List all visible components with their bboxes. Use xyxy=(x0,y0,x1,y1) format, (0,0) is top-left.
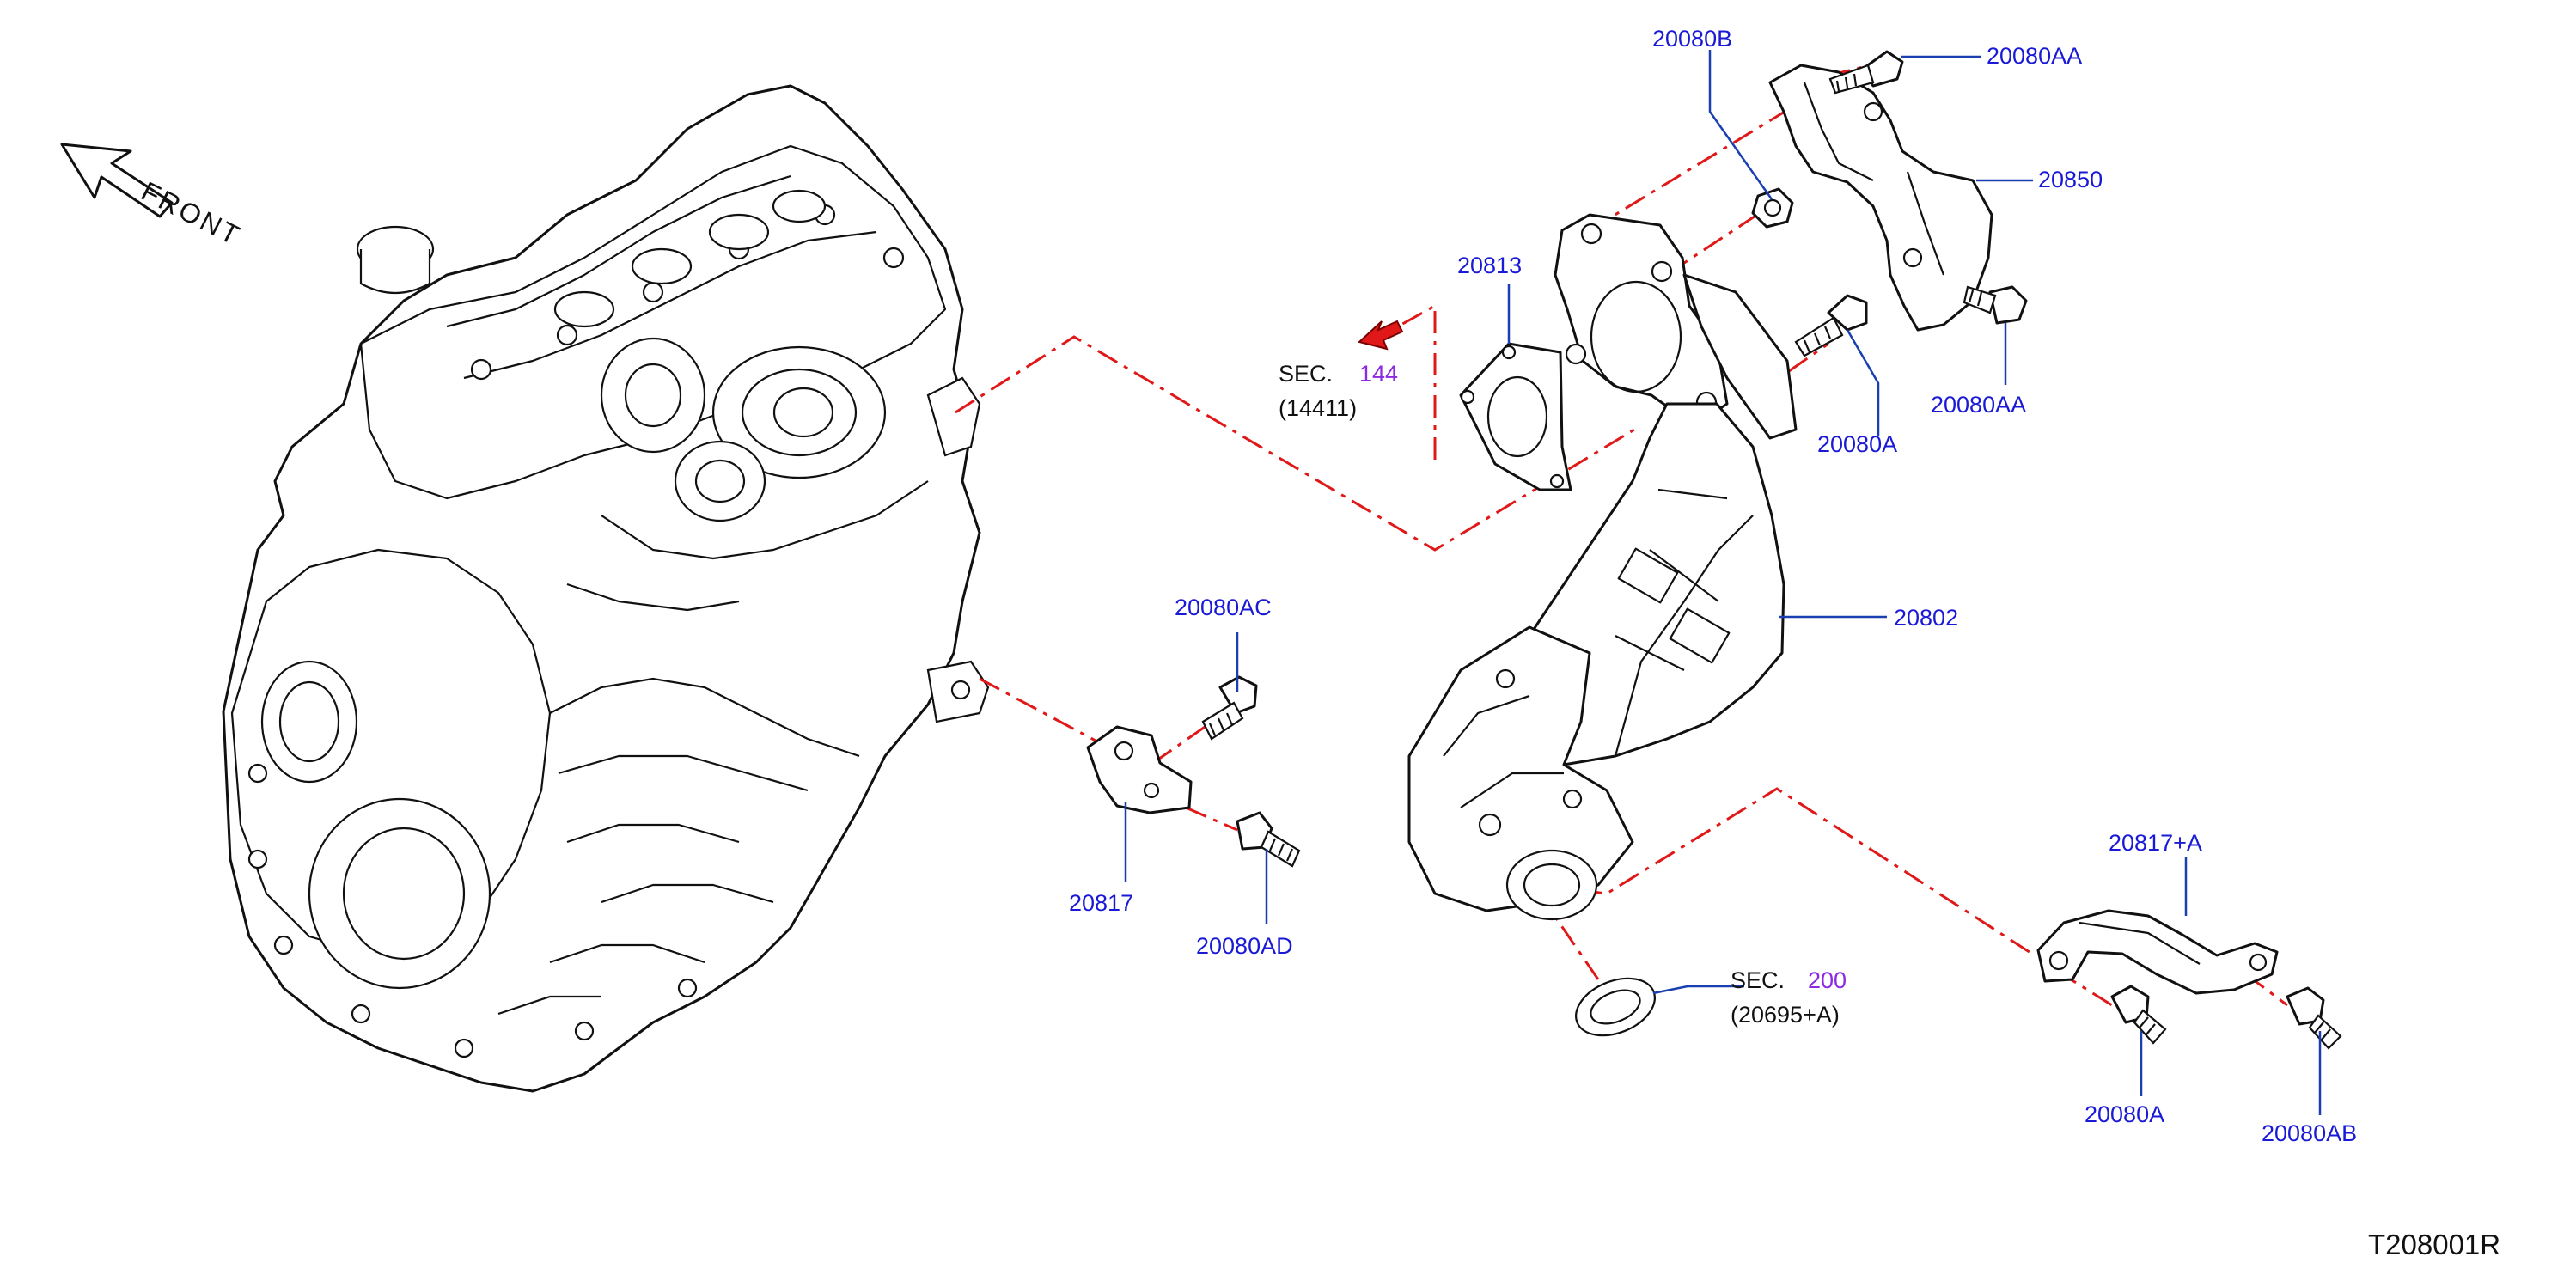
callout-20080A-lower[interactable]: 20080A xyxy=(2085,1101,2164,1127)
engine-assembly-drawing xyxy=(222,84,990,1093)
bolt-20080AA-top-icon xyxy=(1828,50,1904,95)
bolt-20080AB-icon xyxy=(2286,986,2342,1050)
callout-20817[interactable]: 20817 xyxy=(1069,890,1133,916)
section-144-arrow-icon xyxy=(1357,320,1404,351)
front-arrow-icon xyxy=(60,143,174,218)
front-direction-indicator: FRONT xyxy=(60,143,247,252)
bolt-20080AC-icon xyxy=(1201,675,1258,741)
callout-20850[interactable]: 20850 xyxy=(2038,167,2103,192)
gasket-20813[interactable] xyxy=(1459,342,1572,491)
callout-20080AB[interactable]: 20080AB xyxy=(2262,1120,2357,1146)
callout-20813[interactable]: 20813 xyxy=(1457,253,1522,278)
callout-labels: 20080B 20080AA 20850 20813 20080AA 20080… xyxy=(1069,26,2357,1146)
callout-20080AA-right[interactable]: 20080AA xyxy=(1931,392,2026,418)
front-label: FRONT xyxy=(137,175,247,252)
callout-20080AD[interactable]: 20080AD xyxy=(1196,933,1293,959)
catalytic-converter-20802[interactable] xyxy=(1407,213,1798,921)
fasteners xyxy=(1201,50,2342,1050)
leader-lines xyxy=(1124,50,2322,1115)
section-number[interactable]: 200 xyxy=(1808,967,1847,993)
bolt-20080A-upper-icon xyxy=(1794,294,1868,357)
section-prefix: SEC. xyxy=(1279,361,1333,387)
bracket-20817[interactable] xyxy=(1086,725,1193,814)
callout-20080B[interactable]: 20080B xyxy=(1652,26,1732,52)
section-sub-code: (14411) xyxy=(1279,395,1357,421)
bolt-20080AD-icon xyxy=(1236,811,1301,868)
section-prefix: SEC. xyxy=(1731,967,1785,993)
heat-shield-20850[interactable] xyxy=(1768,64,1993,332)
section-reference-200[interactable]: SEC. 200 (20695+A) xyxy=(1731,967,1847,1028)
callout-20080A-upper[interactable]: 20080A xyxy=(1817,431,1897,457)
callout-20080AA-top[interactable]: 20080AA xyxy=(1987,43,2082,69)
bolt-20080A-lower-icon xyxy=(2110,985,2167,1045)
bolt-20080AA-right-icon xyxy=(1963,285,2028,325)
callout-20817A[interactable]: 20817+A xyxy=(2109,830,2202,856)
section-reference-144[interactable]: SEC. 144 (14411) xyxy=(1279,361,1398,421)
nut-20080B-icon xyxy=(1751,187,1794,229)
section-sub-code: (20695+A) xyxy=(1731,1002,1840,1028)
callout-20802[interactable]: 20802 xyxy=(1894,605,1958,631)
diagram-reference-code: T208001R xyxy=(2368,1229,2500,1260)
callout-20080AC[interactable]: 20080AC xyxy=(1175,595,1272,620)
exhaust-ring-gasket xyxy=(1574,977,1657,1037)
section-number[interactable]: 144 xyxy=(1359,361,1398,387)
bracket-20817A[interactable] xyxy=(2036,909,2279,995)
